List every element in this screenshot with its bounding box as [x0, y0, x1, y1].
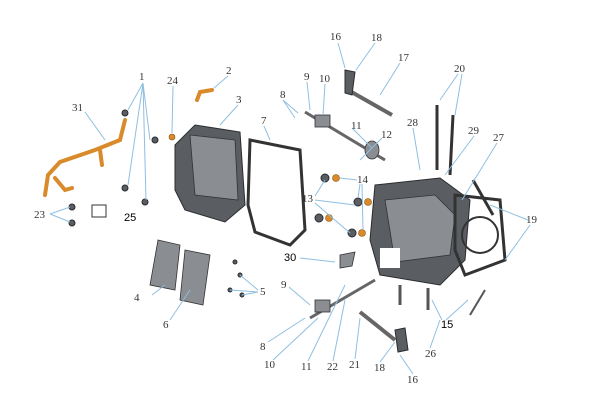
callout-13: 13	[302, 193, 314, 205]
callout-5: 5	[260, 286, 266, 298]
callout-30: 30	[284, 252, 296, 264]
callout-18-lower: 18	[374, 362, 386, 374]
blank-patch	[380, 248, 400, 268]
callout-23: 23	[34, 209, 46, 221]
head-gasket	[453, 193, 507, 277]
callout-19: 19	[526, 214, 538, 226]
callout-6: 6	[163, 319, 169, 331]
callout-10: 10	[319, 73, 331, 85]
callout-15: 15	[441, 319, 453, 331]
callout-16: 16	[330, 31, 342, 43]
pipe-fitting	[195, 88, 214, 102]
callout-8-lower: 8	[260, 341, 266, 353]
callout-14: 14	[357, 174, 369, 186]
callout-17: 17	[398, 52, 410, 64]
callout-26: 26	[425, 348, 437, 360]
valve-train-lower	[309, 251, 409, 353]
callout-3: 3	[236, 94, 242, 106]
callout-24: 24	[167, 75, 179, 87]
callout-20: 20	[454, 63, 466, 75]
leader-lines	[49, 42, 531, 375]
callout-28: 28	[407, 117, 419, 129]
studs	[398, 105, 495, 316]
callout-10-lower: 10	[264, 359, 276, 371]
callout-4: 4	[134, 292, 140, 304]
plate-4	[149, 239, 181, 291]
callout-11-lower: 11	[301, 361, 312, 373]
callout-25: 25	[124, 212, 136, 224]
callout-9-lower: 9	[281, 279, 287, 291]
callout-16-lower: 16	[407, 374, 419, 386]
callout-12: 12	[381, 129, 392, 141]
callout-11: 11	[351, 120, 362, 132]
callout-1: 1	[139, 71, 145, 83]
callout-22: 22	[327, 361, 338, 373]
callout-29: 29	[468, 125, 480, 137]
callout-7: 7	[261, 115, 267, 127]
valve-cover	[174, 124, 246, 223]
callout-21: 21	[349, 359, 360, 371]
cover-gasket	[246, 138, 307, 247]
callout-18: 18	[371, 32, 383, 44]
callout-2: 2	[226, 65, 232, 77]
callout-labels: 1 2 3 24 31 23 25 4 6 5 7 8 9 10 11 12 1…	[34, 31, 538, 386]
valve-train-upper	[304, 69, 393, 162]
callout-31: 31	[72, 102, 83, 114]
plate-6	[179, 249, 211, 306]
callout-8: 8	[280, 89, 286, 101]
callout-27: 27	[493, 132, 505, 144]
callout-9: 9	[304, 71, 310, 83]
breather-pipe	[43, 118, 127, 197]
